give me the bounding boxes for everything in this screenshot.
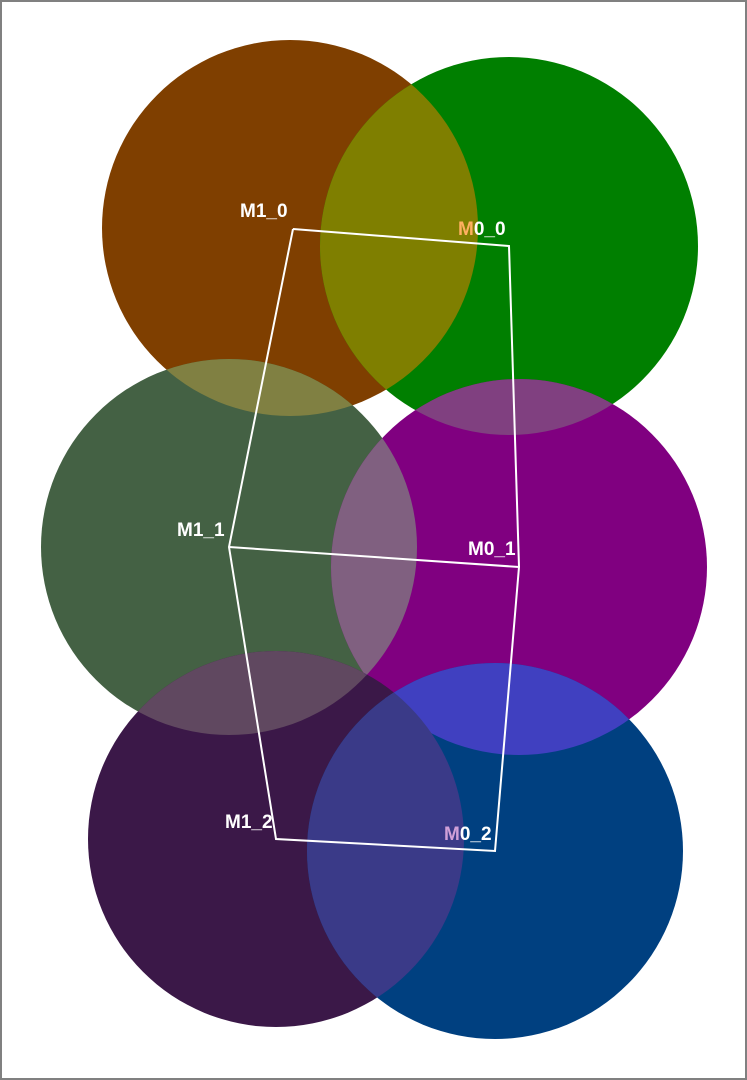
connection-m1-1-m0-1 xyxy=(228,546,520,568)
node-label-m0-1: M0_1 xyxy=(468,539,516,560)
node-label-m0-2: M0_2 xyxy=(444,824,492,845)
node-label-m1-0: M1_0 xyxy=(240,201,288,222)
node-label-m0-0: M0_0 xyxy=(458,219,506,240)
overlap-m1-0-m0-0 xyxy=(320,57,478,416)
node-label-m1-2: M1_2 xyxy=(225,812,273,833)
overlap-m1-2-m0-2 xyxy=(307,663,464,1027)
node-label-m1-1: M1_1 xyxy=(177,520,225,541)
